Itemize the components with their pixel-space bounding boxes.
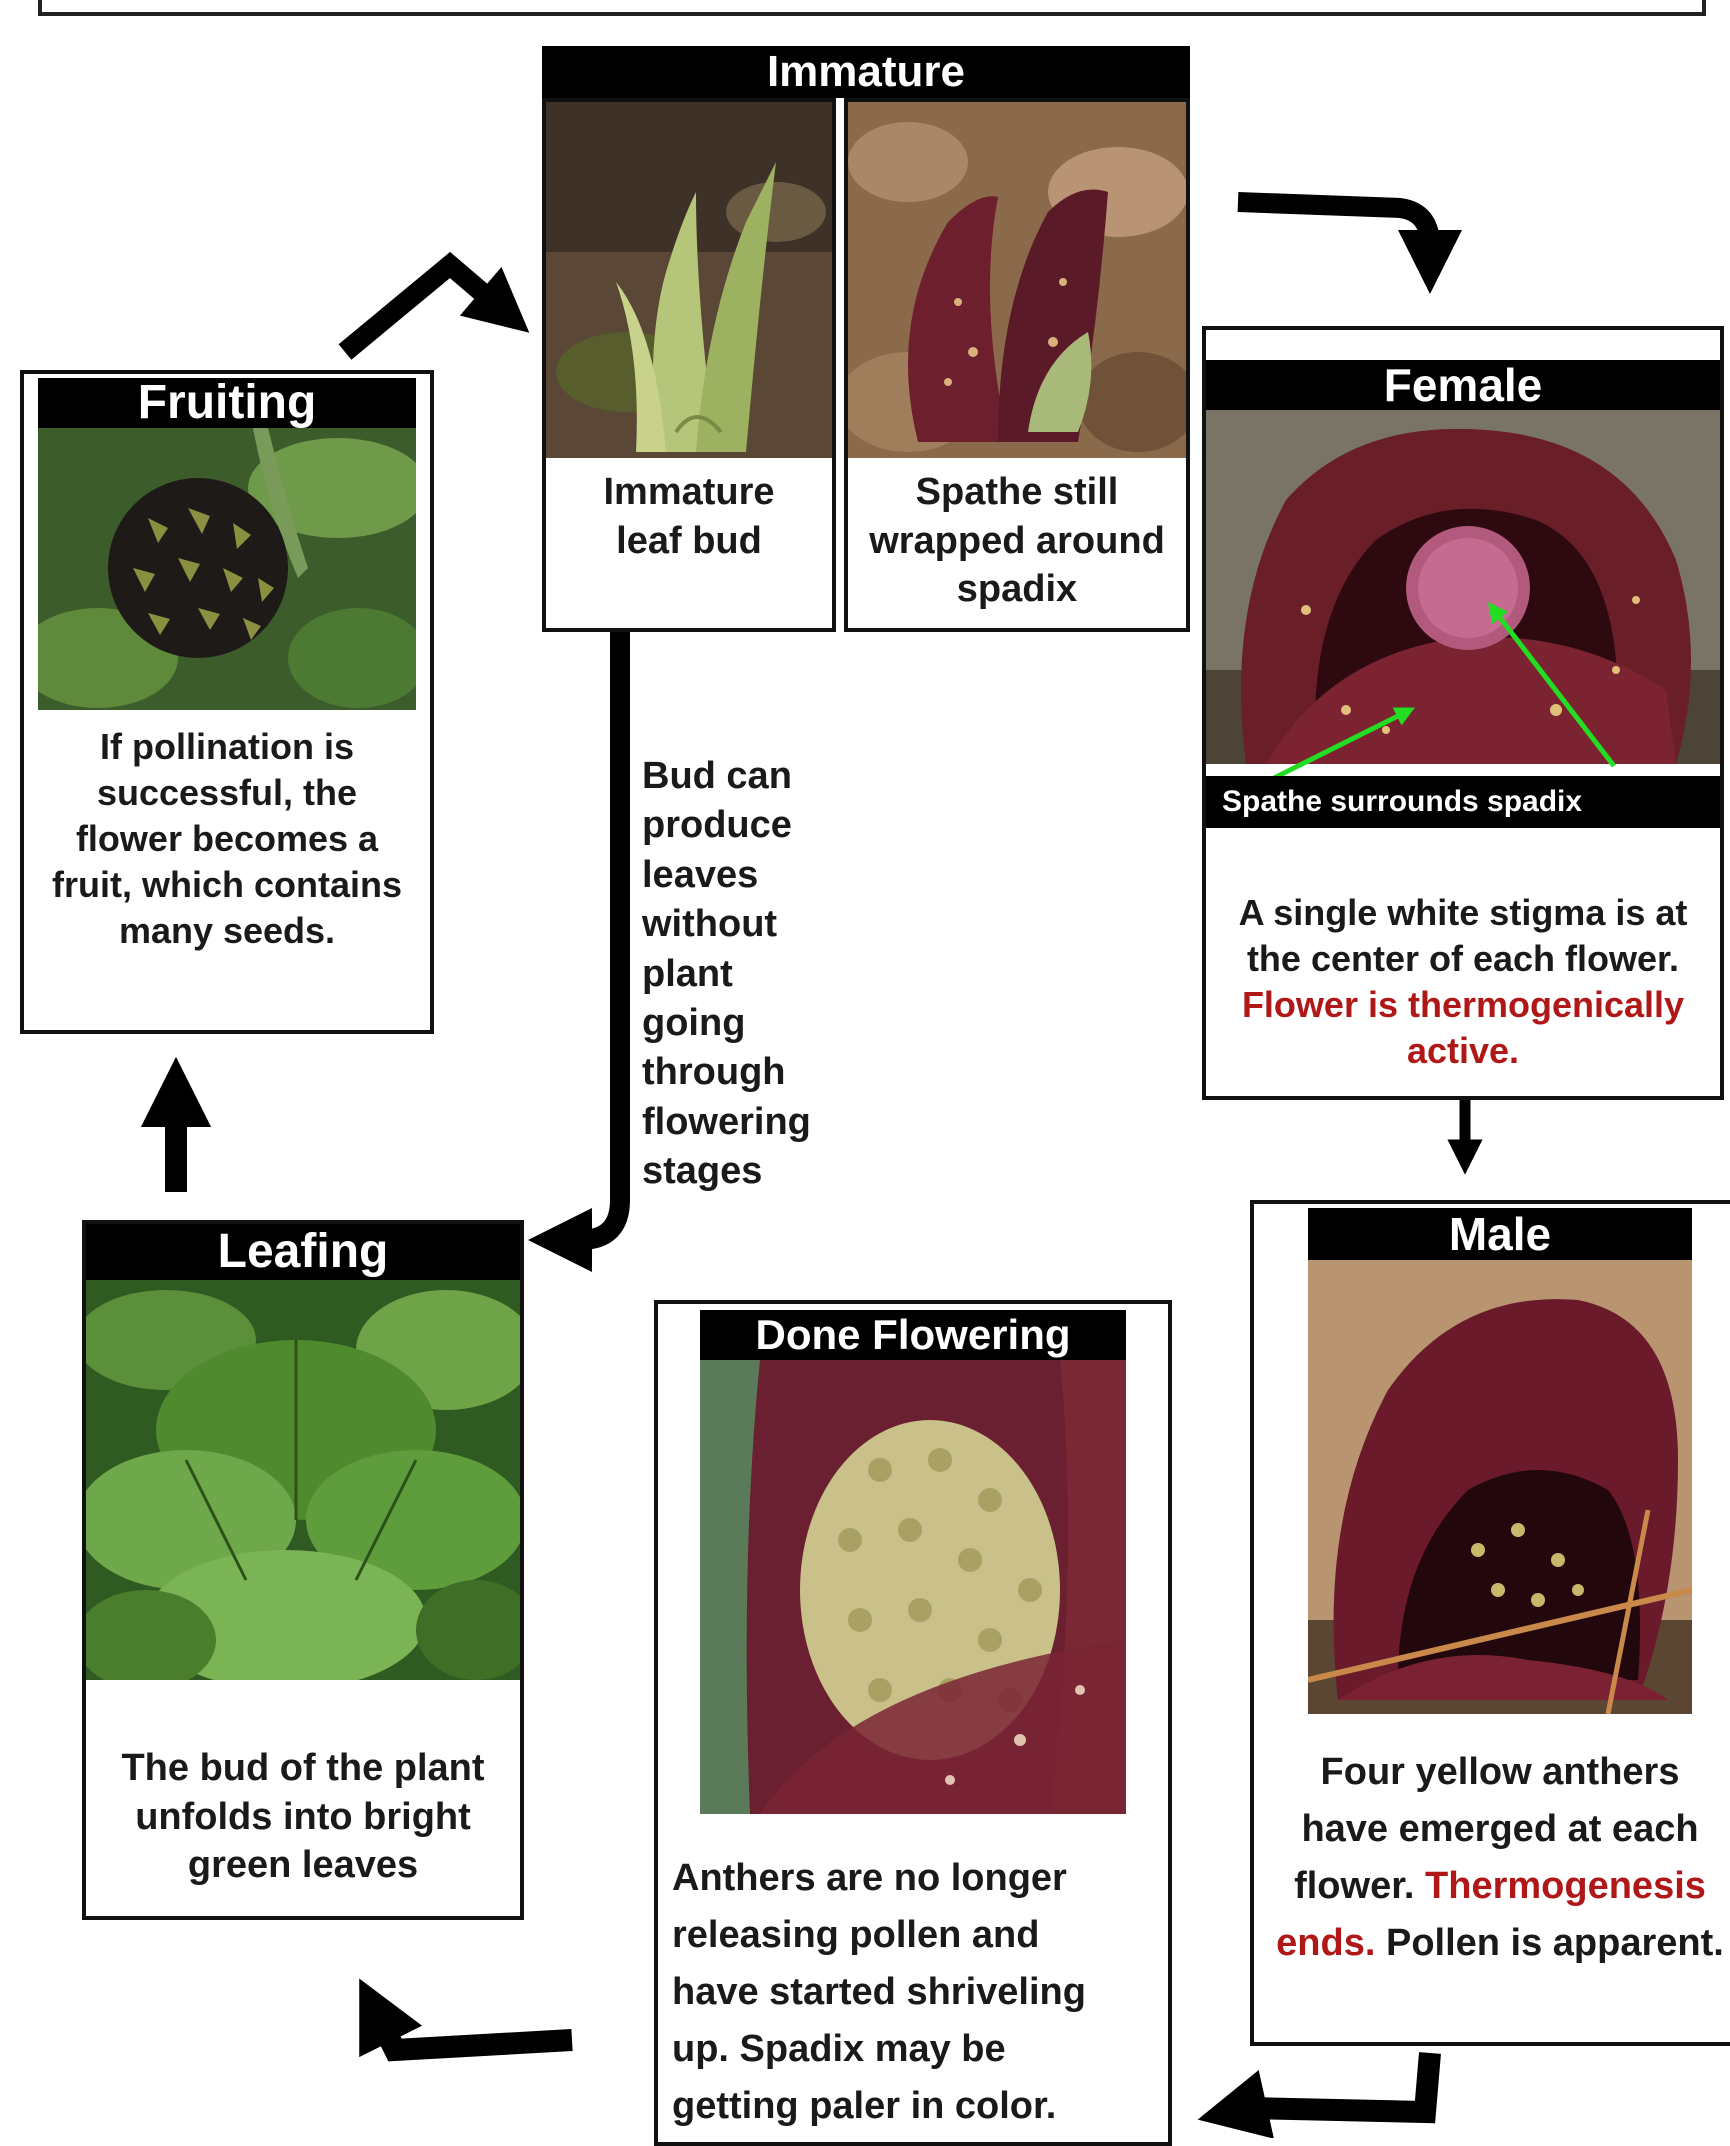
immature-leaf-bud-caption: Immature leaf bud [566, 468, 812, 565]
done-flowering-photo [700, 1360, 1126, 1814]
done-flowering-description: Anthers are no longer releasing pollen a… [672, 1850, 1122, 2135]
fruiting-card: Fruiting If pollination is successful, t… [20, 370, 434, 1034]
leaf-only-path-note: Bud can produce leaves without plant goi… [642, 752, 842, 1197]
arrow-immature-to-leafing [560, 600, 620, 1240]
female-title: Female [1206, 360, 1720, 410]
female-annotation-arrows [1206, 410, 1720, 810]
immature-title: Immature [542, 46, 1190, 98]
male-card: Male Four yellow anthers have emerged at… [1250, 1200, 1730, 2046]
done-flowering-card: Done Flowering Anthers are no longer rel… [654, 1300, 1172, 2146]
leaf-bud-photo [546, 102, 832, 458]
spathe-wrapped-photo [848, 102, 1186, 458]
male-title: Male [1308, 1208, 1692, 1260]
leafing-description: The bud of the plant unfolds into bright… [102, 1744, 504, 1890]
immature-leaf-bud-card: Immature leaf bud [542, 98, 836, 632]
leafing-title: Leafing [86, 1224, 520, 1280]
fruiting-photo [38, 428, 416, 710]
spathe-wrapped-card: Spathe still wrapped around spadix [844, 98, 1190, 632]
arrow-fruiting-to-immature [345, 265, 505, 352]
female-description-text: A single white stigma is at the center o… [1239, 892, 1688, 979]
male-photo [1308, 1260, 1692, 1714]
arrow-male-to-done [1232, 2053, 1430, 2112]
male-pollen-note: Pollen is apparent. [1386, 1922, 1724, 1964]
female-photo-label: Spathe surrounds spadix [1206, 776, 1720, 828]
fruiting-description: If pollination is successful, the flower… [40, 724, 414, 954]
top-frame [38, 0, 1706, 16]
leafing-photo [86, 1280, 520, 1680]
spathe-wrapped-caption: Spathe still wrapped around spadix [866, 468, 1168, 614]
arrow-immature-to-female [1238, 202, 1430, 262]
male-description: Four yellow anthers have emerged at each… [1272, 1744, 1728, 1972]
female-thermogenic-note: Flower is thermogenically active. [1242, 984, 1684, 1071]
arrow-done-to-leafing [375, 2010, 572, 2050]
done-flowering-title: Done Flowering [700, 1310, 1126, 1360]
female-description: A single white stigma is at the center o… [1220, 890, 1706, 1074]
leafing-card: Leafing The bud of the plant unfolds int… [82, 1220, 524, 1920]
female-card: Female Spathe surrounds spadix A single … [1202, 326, 1724, 1100]
fruiting-title: Fruiting [38, 378, 416, 428]
